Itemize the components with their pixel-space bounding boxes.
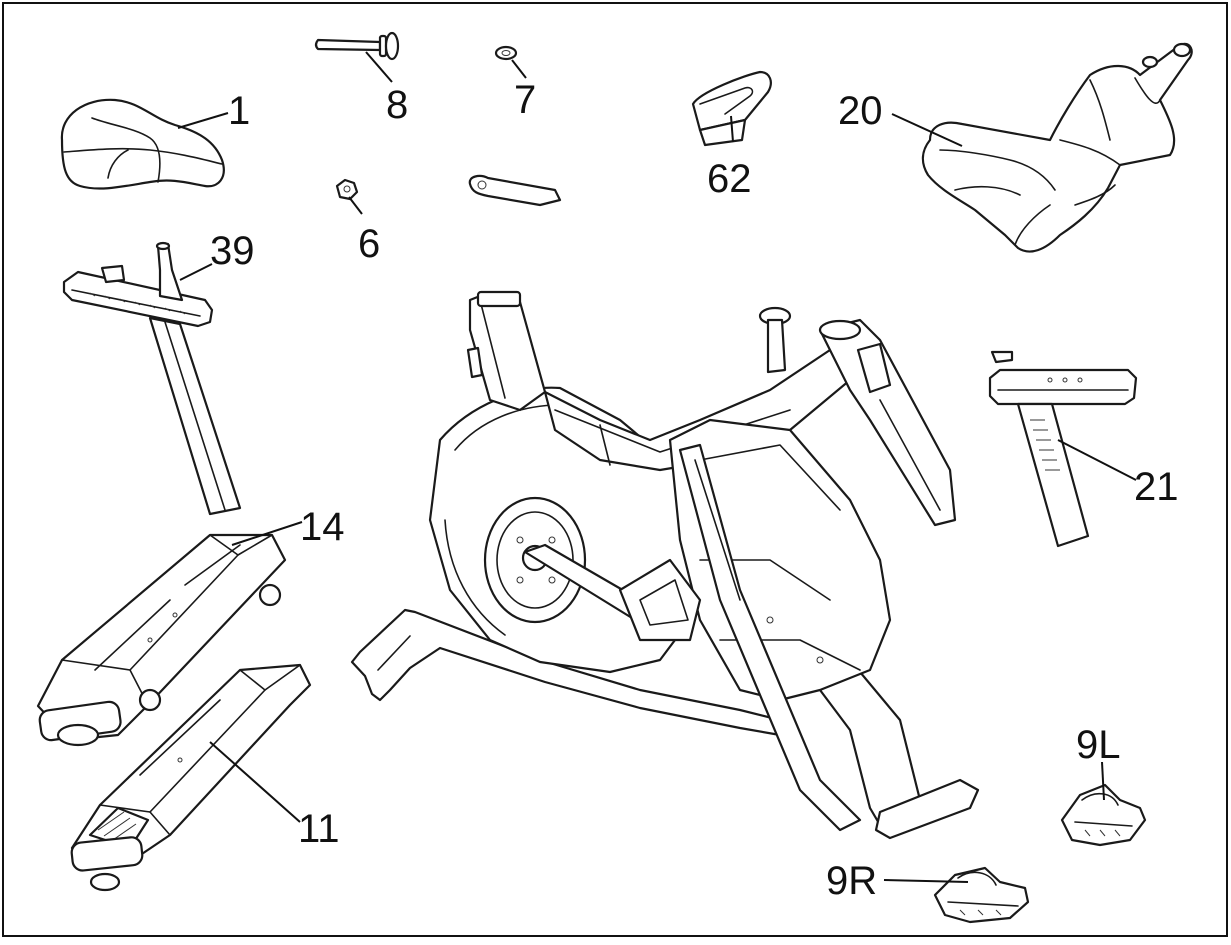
label-bolt: 8 [386,83,408,127]
rear-stabilizer-part [70,663,312,892]
bracket-part [468,174,562,207]
bolt-leader [365,51,393,83]
seat-post-leader [179,263,213,281]
monitor-leader [730,115,734,143]
handlebar-post-part [988,350,1138,548]
right-pedal-part [933,866,1030,924]
handlebar-part [921,42,1193,253]
main-frame-part [350,290,980,840]
label-monitor: 62 [707,157,752,201]
bolt-part [314,31,400,61]
left-pedal-part [1060,783,1147,847]
label-handlebar-post: 21 [1134,465,1179,509]
label-washer: 7 [514,78,536,122]
handlebar-leader [891,113,963,147]
label-seat: 1 [228,89,250,133]
label-right-pedal: 9R [826,859,877,903]
label-rear-stabilizer: 11 [298,807,340,851]
right-pedal-leader [883,879,969,883]
label-handlebar: 20 [838,89,883,133]
seat-post-part [62,241,242,516]
label-left-pedal: 9L [1076,723,1121,767]
seat-part [60,98,225,190]
handlebar-post-leader [1057,439,1137,481]
seat-leader [177,112,229,129]
front-stabilizer-leader [231,521,303,546]
nut-part [335,178,359,201]
left-pedal-leader [1101,761,1105,801]
label-nut: 6 [358,222,380,266]
front-stabilizer-part [36,533,287,747]
nut-leader [348,196,363,215]
rear-stabilizer-leader [209,741,301,823]
label-seat-post: 39 [210,229,255,273]
washer-leader [511,59,527,79]
washer-part [494,45,518,61]
label-front-stabilizer: 14 [300,505,345,549]
